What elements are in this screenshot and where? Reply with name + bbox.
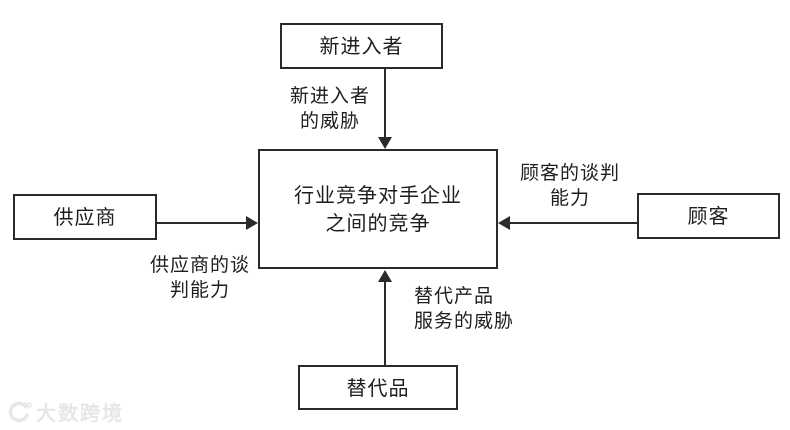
box-new-entrants-label: 新进入者 <box>319 34 404 58</box>
box-industry-rivalry-line1: 行业竞争对手企业 <box>294 183 462 207</box>
arrow-substitutes-line <box>384 281 386 365</box>
label-substitute-threat: 替代产品 服务的威胁 <box>414 284 514 334</box>
box-industry-rivalry-line2: 之间的竞争 <box>325 211 431 235</box>
arrow-suppliers-line <box>157 222 247 224</box>
arrow-new-entrants-head-icon <box>378 137 392 149</box>
watermark: 大数跨境 <box>8 397 124 426</box>
watermark-logo-icon <box>8 400 32 424</box>
box-suppliers-label: 供应商 <box>53 205 117 229</box>
arrow-customers-line <box>510 222 637 224</box>
box-suppliers: 供应商 <box>13 194 157 240</box>
arrow-substitutes-head-icon <box>378 270 392 282</box>
label-customer-power-line2: 能力 <box>549 187 590 209</box>
label-supplier-power-line1: 供应商的谈 <box>149 254 250 276</box>
label-customer-power-line1: 顾客的谈判 <box>519 162 620 184</box>
label-supplier-power: 供应商的谈 判能力 <box>148 253 252 303</box>
watermark-text: 大数跨境 <box>36 401 124 425</box>
label-new-entrants-threat: 新进入者 的威胁 <box>278 84 382 134</box>
label-substitute-threat-line2: 服务的威胁 <box>414 310 515 332</box>
arrow-customers-head-icon <box>498 216 510 230</box>
label-customer-power: 顾客的谈判 能力 <box>518 161 622 211</box>
arrow-suppliers-head-icon <box>246 216 258 230</box>
label-substitute-threat-line1: 替代产品 <box>414 285 495 307</box>
box-new-entrants: 新进入者 <box>280 23 443 69</box>
box-substitutes: 替代品 <box>298 365 458 410</box>
box-customers: 顾客 <box>637 193 780 239</box>
box-customers-label: 顾客 <box>687 204 730 228</box>
box-industry-rivalry-label: 行业竞争对手企业 之间的竞争 <box>294 181 462 237</box>
box-industry-rivalry: 行业竞争对手企业 之间的竞争 <box>258 149 498 269</box>
arrow-new-entrants-line <box>384 69 386 139</box>
label-new-entrants-threat-line1: 新进入者 <box>289 85 370 107</box>
label-supplier-power-line2: 判能力 <box>169 279 230 301</box>
box-substitutes-label: 替代品 <box>346 375 410 400</box>
label-new-entrants-threat-line2: 的威胁 <box>299 110 360 132</box>
